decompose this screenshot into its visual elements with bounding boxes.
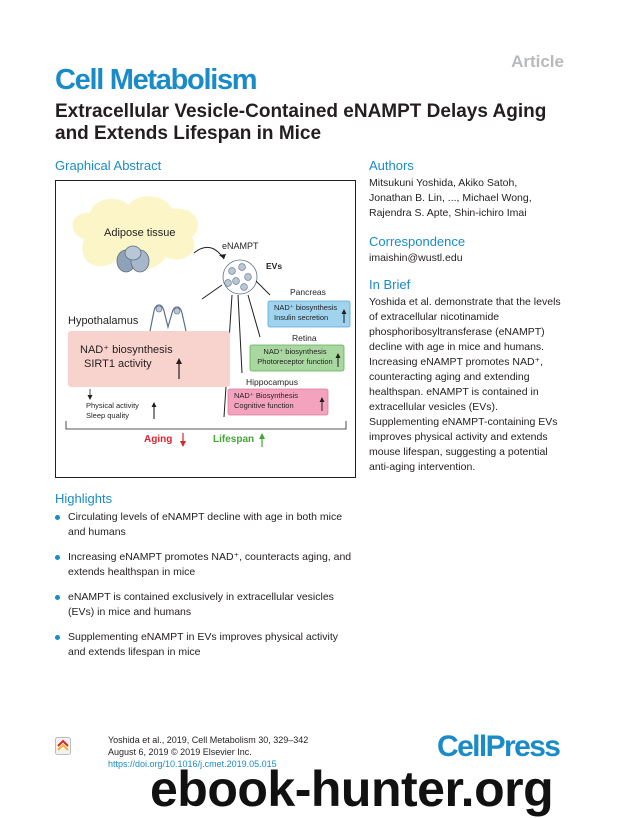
graphical-abstract: Adipose tissue eNAMPT EVs Pancreas NAD⁺ … [55, 180, 356, 478]
authors-list: Mitsukuni Yoshida, Akiko Satoh, Jonathan… [369, 177, 532, 219]
graphical-abstract-drawing [65, 196, 351, 447]
in-brief-text: Yoshida et al. demonstrate that the leve… [369, 296, 561, 473]
physical-activity-text: Physical activity Sleep quality [86, 401, 139, 420]
in-brief-heading: In Brief [369, 277, 411, 292]
bullet-icon [55, 555, 60, 560]
citation: Yoshida et al., 2019, Cell Metabolism 30… [108, 735, 309, 769]
correspondence-email[interactable]: imaishin@wustl.edu [369, 252, 463, 264]
retina-box-text: NAD⁺ biosynthesis Photoreceptor function [257, 347, 333, 366]
ev-to-pancreas-arrow [255, 280, 271, 296]
ev-cluster [222, 259, 258, 295]
hypothalamus-box-text: NAD⁺ biosynthesis SIRT1 activity [80, 344, 173, 370]
adipocyte-icon [116, 245, 150, 273]
lifespan-label: Lifespan [213, 434, 255, 445]
list-item: Increasing eNAMPT promotes NAD⁺, counter… [55, 550, 365, 580]
list-item: Supplementing eNAMPT in EVs improves phy… [55, 630, 365, 660]
article-label: Article [511, 52, 564, 71]
adipose-to-ev-arrow [193, 246, 225, 260]
bullet-icon [55, 595, 60, 600]
pancreas-box [267, 300, 351, 328]
up-arrow-icon [341, 309, 347, 323]
doi-link[interactable]: https://doi.org/10.1016/j.cmet.2019.05.0… [108, 759, 277, 769]
list-item: eNAMPT is contained exclusively in extra… [55, 590, 365, 620]
ev-to-retina-arrow [247, 294, 261, 338]
highlights-list: Circulating levels of eNAMPT decline wit… [55, 510, 365, 670]
evs-label: EVs [266, 261, 283, 271]
graphical-abstract-heading: Graphical Abstract [55, 158, 162, 173]
up-arrow-icon [176, 358, 182, 379]
up-arrow-icon [335, 353, 341, 367]
cellpress-logo: CellPress [437, 730, 561, 763]
timeline-bracket [65, 421, 347, 430]
down-arrow-icon [180, 433, 186, 447]
retina-label: Retina [292, 333, 317, 343]
hippocampus-label: Hippocampus [246, 377, 298, 387]
paper-title: Extracellular Vesicle-Contained eNAMPT D… [55, 101, 547, 144]
hippocampus-box [227, 388, 329, 416]
list-item: Circulating levels of eNAMPT decline wit… [55, 510, 365, 540]
down-arrow-icon [87, 389, 93, 400]
up-arrow-icon [319, 397, 325, 411]
ev-to-hypothalamus-arrow [201, 284, 223, 300]
hypothalamus-label: Hypothalamus [68, 315, 139, 327]
correspondence-heading: Correspondence [369, 234, 466, 249]
hypothalamus-box [68, 331, 230, 387]
journal-title: Cell Metabolism [55, 64, 258, 96]
aging-label: Aging [144, 434, 173, 445]
pancreas-box-text: NAD⁺ biosynthesis Insulin secretion [274, 303, 338, 322]
highlights-heading: Highlights [55, 491, 113, 506]
pancreas-label: Pancreas [290, 287, 326, 297]
adipose-tissue-label: Adipose tissue [104, 227, 176, 239]
bullet-icon [55, 515, 60, 520]
up-arrow-icon [151, 402, 157, 419]
enampt-label: eNAMPT [222, 241, 259, 251]
up-arrow-icon [259, 433, 265, 447]
authors-heading: Authors [369, 158, 414, 173]
bullet-icon [55, 635, 60, 640]
hippocampus-box-text: NAD⁺ Biosynthesis Cognitive function [234, 391, 298, 410]
ev-to-hippocampus-arrow [237, 294, 243, 374]
crossmark-icon[interactable] [55, 737, 71, 755]
hypothalamus-neuron [149, 304, 187, 332]
retina-box [249, 344, 345, 372]
watermark: ebook-hunter.org [150, 761, 554, 817]
adipose-tissue-cloud [72, 196, 199, 271]
